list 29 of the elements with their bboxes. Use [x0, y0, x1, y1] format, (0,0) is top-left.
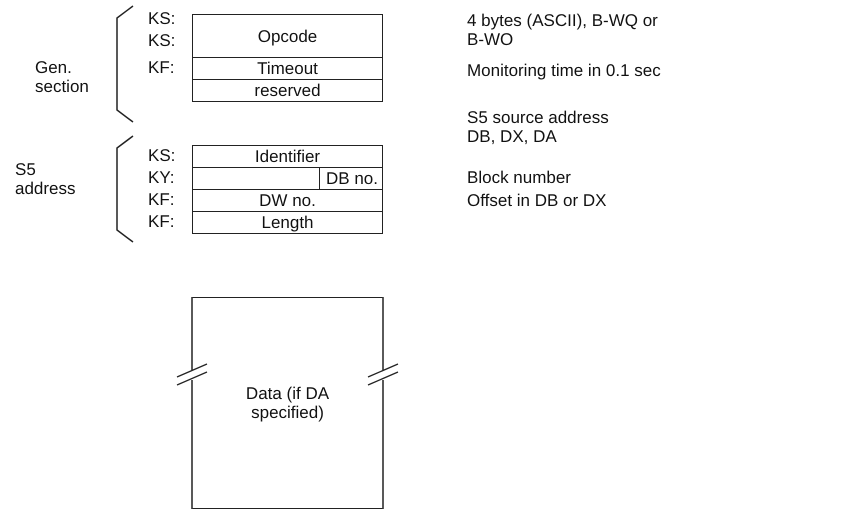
type-code: KS: — [148, 9, 176, 28]
type-code: KS: — [148, 31, 176, 50]
group-label: S5 address — [15, 160, 76, 198]
field-label: DW no. — [259, 191, 316, 210]
field-box — [192, 57, 383, 80]
type-code: KY: — [148, 168, 174, 187]
type-code: KS: — [148, 146, 176, 165]
field-label: reserved — [254, 81, 321, 100]
type-code: KF: — [148, 190, 174, 209]
field-box — [192, 14, 383, 58]
field-label: Length — [262, 213, 314, 232]
field-box — [192, 211, 383, 234]
field-box — [192, 79, 383, 102]
group-label: Gen. section — [35, 58, 90, 96]
description: Block number — [467, 168, 571, 187]
type-code: KF: — [148, 58, 174, 77]
field-label: Opcode — [258, 26, 318, 46]
description: Offset in DB or DX — [467, 191, 607, 210]
field-box — [192, 145, 383, 168]
field-label: Timeout — [257, 59, 318, 78]
field-label: DB no. — [326, 169, 378, 188]
data-box — [192, 297, 383, 509]
field-label: Data (if DA specified) — [244, 384, 330, 422]
field-box — [192, 189, 383, 212]
field-label: Identifier — [254, 147, 320, 166]
type-code: KF: — [148, 212, 174, 231]
description: Monitoring time in 0.1 sec — [467, 61, 661, 80]
description: 4 bytes (ASCII), B-WQ or B-WO — [467, 11, 659, 49]
description: S5 source address DB, DX, DA — [467, 108, 610, 146]
